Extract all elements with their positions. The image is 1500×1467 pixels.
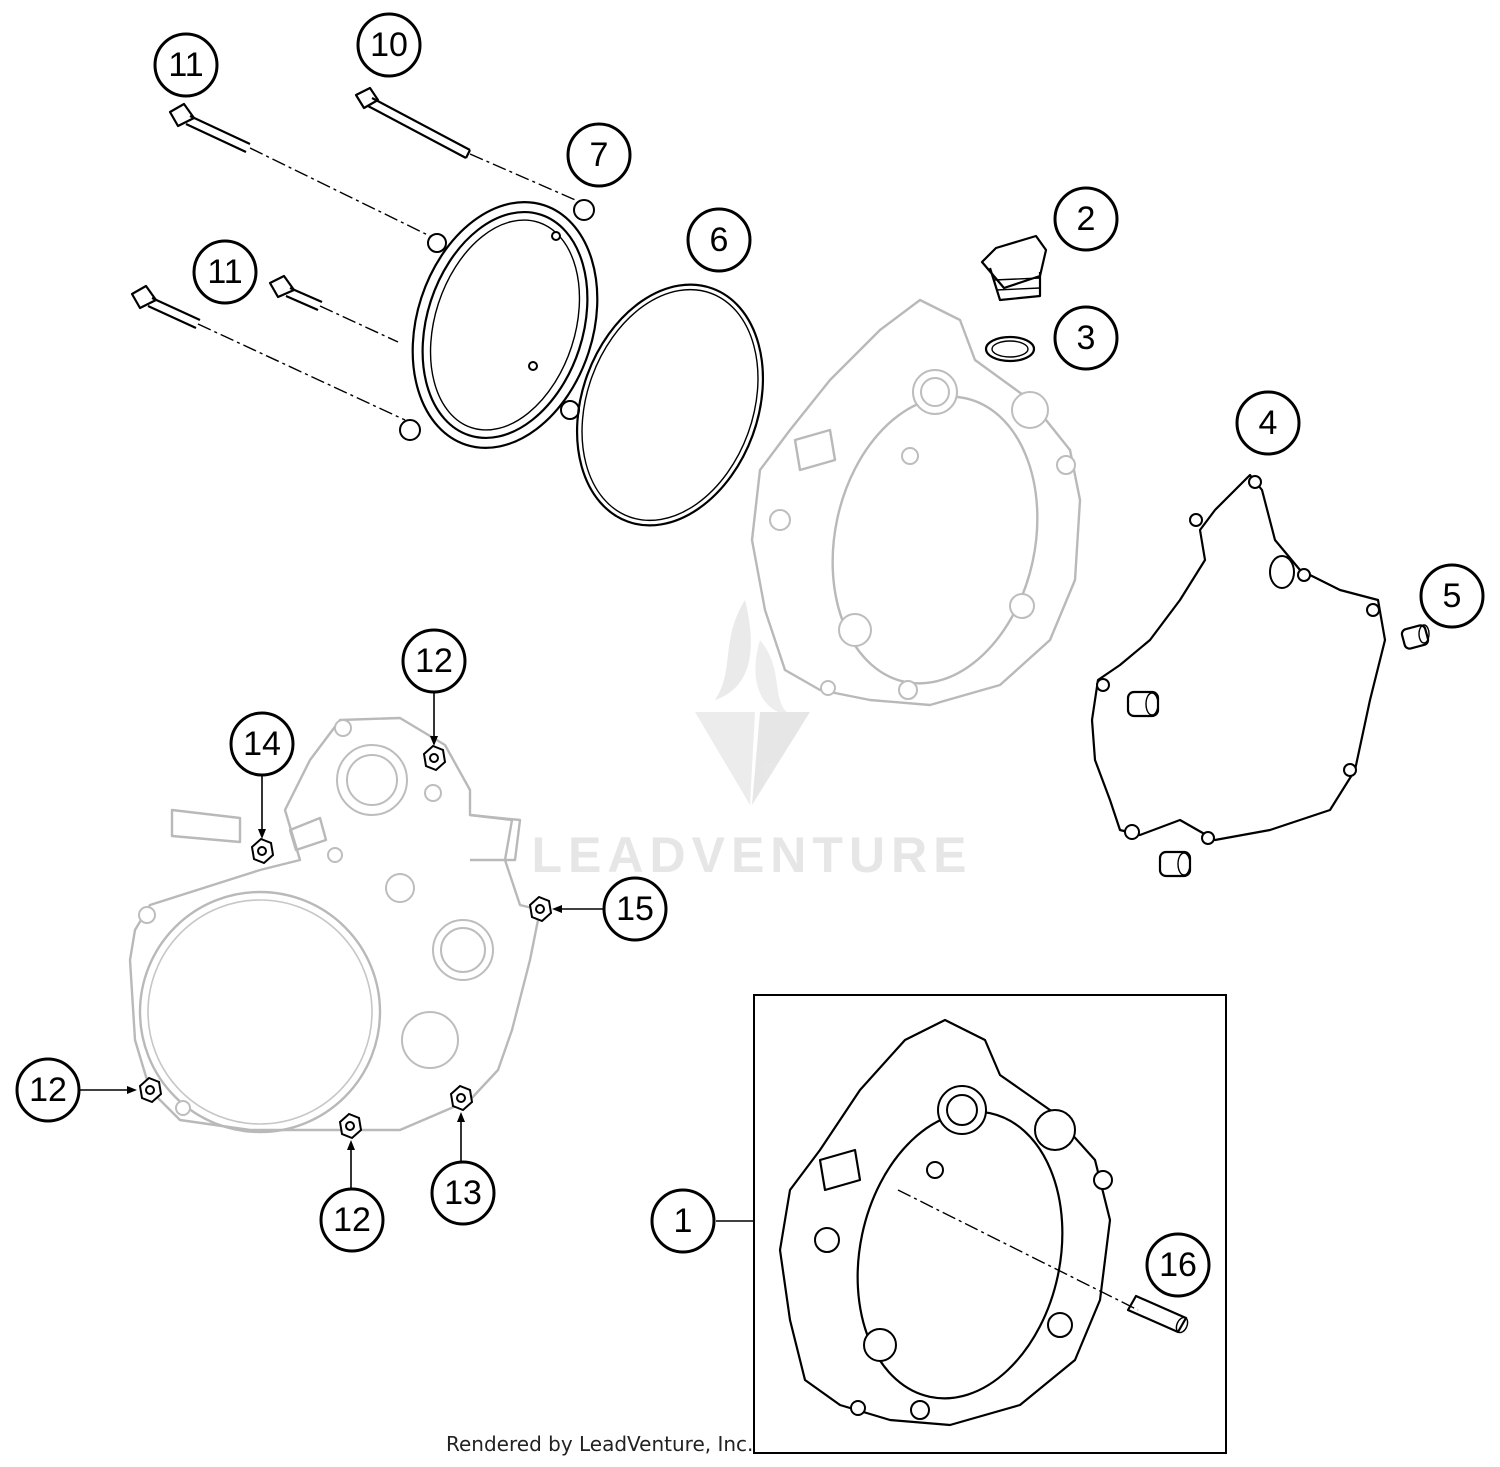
callout-15: 15 bbox=[602, 876, 668, 942]
callout-4: 4 bbox=[1235, 390, 1301, 456]
bolt-11-lower-right bbox=[268, 274, 399, 343]
callout-10: 10 bbox=[356, 12, 422, 78]
callout-label: 14 bbox=[243, 725, 281, 763]
callout-16: 16 bbox=[1145, 1232, 1211, 1298]
oil-plug-2 bbox=[980, 234, 1048, 302]
leader-lines-nuts bbox=[80, 692, 603, 1190]
outer-cover-casting bbox=[750, 298, 1082, 707]
seal-ring-3 bbox=[984, 335, 1036, 363]
dowel-gasket-upper bbox=[1126, 690, 1160, 718]
callout-label: 4 bbox=[1259, 404, 1278, 442]
callout-14: 14 bbox=[229, 711, 295, 777]
dowel-5 bbox=[1400, 624, 1430, 650]
dowel-gasket-lower bbox=[1158, 850, 1192, 878]
callout-6: 6 bbox=[686, 207, 752, 273]
callout-label: 11 bbox=[168, 46, 203, 84]
bolt-11-lower-left bbox=[130, 284, 406, 421]
callout-7: 7 bbox=[566, 122, 632, 188]
bolt-11-upper bbox=[168, 102, 439, 241]
callout-12-left: 12 bbox=[15, 1057, 81, 1123]
pin-16 bbox=[1126, 1294, 1189, 1334]
callout-11-lower: 11 bbox=[192, 239, 258, 305]
crankcase-cover-ghost bbox=[128, 716, 542, 1134]
callout-1: 1 bbox=[650, 1188, 716, 1254]
callout-label: 2 bbox=[1077, 200, 1096, 238]
callout-label: 16 bbox=[1159, 1246, 1197, 1284]
cover-assembly-1 bbox=[778, 1018, 1139, 1427]
callout-label: 12 bbox=[29, 1071, 67, 1109]
callout-12-bottom: 12 bbox=[319, 1187, 385, 1253]
callout-3: 3 bbox=[1053, 305, 1119, 371]
callout-11-top: 11 bbox=[153, 32, 219, 98]
callout-5: 5 bbox=[1419, 563, 1485, 629]
callout-label: 13 bbox=[444, 1174, 482, 1212]
callout-12-top: 12 bbox=[401, 628, 467, 694]
callout-label: 3 bbox=[1077, 319, 1096, 357]
callout-2: 2 bbox=[1053, 186, 1119, 252]
watermark-text: LEADVENTURE bbox=[531, 827, 972, 883]
gasket-4 bbox=[1090, 473, 1387, 845]
flange-nuts bbox=[138, 744, 553, 1140]
bolt-10 bbox=[354, 86, 581, 203]
callout-label: 6 bbox=[710, 221, 729, 259]
callout-label: 5 bbox=[1443, 577, 1462, 615]
callout-label: 7 bbox=[590, 136, 609, 174]
clutch-cover-7 bbox=[399, 199, 599, 449]
render-credit: Rendered by LeadVenture, Inc. bbox=[446, 1432, 754, 1456]
inset-box bbox=[753, 994, 1227, 1454]
callout-13: 13 bbox=[430, 1160, 496, 1226]
callout-label: 12 bbox=[333, 1201, 371, 1239]
callout-label: 11 bbox=[207, 253, 242, 291]
callout-label: 15 bbox=[616, 890, 654, 928]
callout-label: 1 bbox=[674, 1202, 693, 1240]
o-ring-6 bbox=[575, 283, 765, 527]
callout-label: 12 bbox=[415, 642, 453, 680]
callout-label: 10 bbox=[370, 26, 408, 64]
watermark-logo bbox=[695, 600, 810, 805]
